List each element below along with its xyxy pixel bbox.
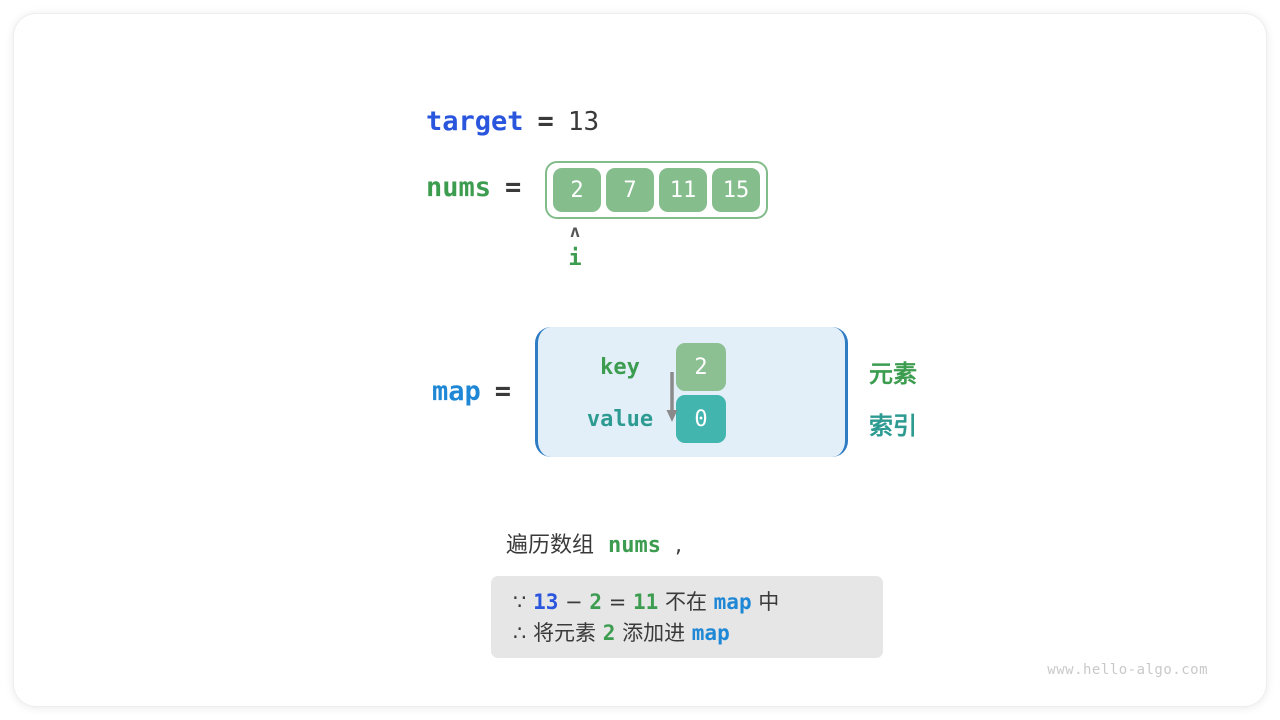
caption-code-nums: nums	[608, 533, 661, 558]
note-add-text: 将元素	[533, 621, 597, 645]
caption-line: 遍历数组 nums ,	[506, 527, 682, 559]
therefore-symbol-icon: ∴	[513, 621, 527, 645]
explanation-box: ∵ 13 − 2 = 11 不在 map 中 ∴ 将元素 2 添加进 map	[491, 576, 883, 658]
note-added-value: 2	[602, 621, 616, 645]
note-in-text: 中	[758, 590, 780, 614]
map-key-label: key	[600, 354, 640, 380]
note-complement: 11	[632, 590, 659, 614]
explanation-line-2: ∴ 将元素 2 添加进 map	[513, 618, 861, 649]
pointer-caret-icon: ʌ	[569, 222, 581, 242]
map-equals-sign: =	[494, 376, 512, 407]
pointer-label-i: i	[568, 246, 582, 271]
map-value-label: value	[586, 406, 654, 432]
map-container: key 2 value 0	[535, 327, 848, 457]
diagram-card: target = 13 nums = 2 7 11 15 ʌ i map = k…	[14, 14, 1266, 706]
map-assignment-line: map =	[432, 376, 511, 407]
map-value-row: value 0	[574, 395, 726, 443]
target-value: 13	[567, 107, 600, 137]
array-cell: 7	[606, 168, 654, 212]
note-map-ref-2: map	[691, 621, 730, 645]
nums-array: 2 7 11 15	[545, 161, 768, 219]
map-variable-name: map	[432, 376, 481, 407]
caption-prefix: 遍历数组	[506, 533, 595, 558]
watermark: www.hello-algo.com	[1047, 662, 1208, 678]
map-value-cell: 0	[676, 395, 726, 443]
caption-suffix: ,	[675, 533, 682, 558]
note-target-value: 13	[533, 590, 559, 614]
target-equals-sign: =	[537, 106, 554, 137]
map-key-row: key 2	[574, 343, 726, 391]
nums-equals-sign: =	[505, 172, 522, 203]
annotation-element: 元素	[869, 360, 917, 388]
array-cell: 15	[712, 168, 760, 212]
target-assignment-line: target = 13	[426, 106, 599, 137]
explanation-line-1: ∵ 13 − 2 = 11 不在 map 中	[513, 587, 861, 618]
target-variable-name: target	[426, 106, 524, 137]
note-minus-sign: −	[565, 590, 583, 614]
note-map-ref: map	[713, 590, 752, 614]
array-cell: 2	[553, 168, 601, 212]
note-not-in-text: 不在	[664, 590, 707, 614]
nums-variable-name: nums	[426, 172, 492, 203]
array-cell: 11	[659, 168, 707, 212]
note-current-element: 2	[589, 590, 602, 614]
map-key-cell: 2	[676, 343, 726, 391]
note-into-text: 添加进	[622, 621, 686, 645]
nums-assignment-line: nums =	[426, 172, 521, 203]
because-symbol-icon: ∵	[513, 590, 527, 614]
annotation-index: 索引	[869, 412, 917, 440]
note-equals-sign: =	[608, 590, 627, 614]
